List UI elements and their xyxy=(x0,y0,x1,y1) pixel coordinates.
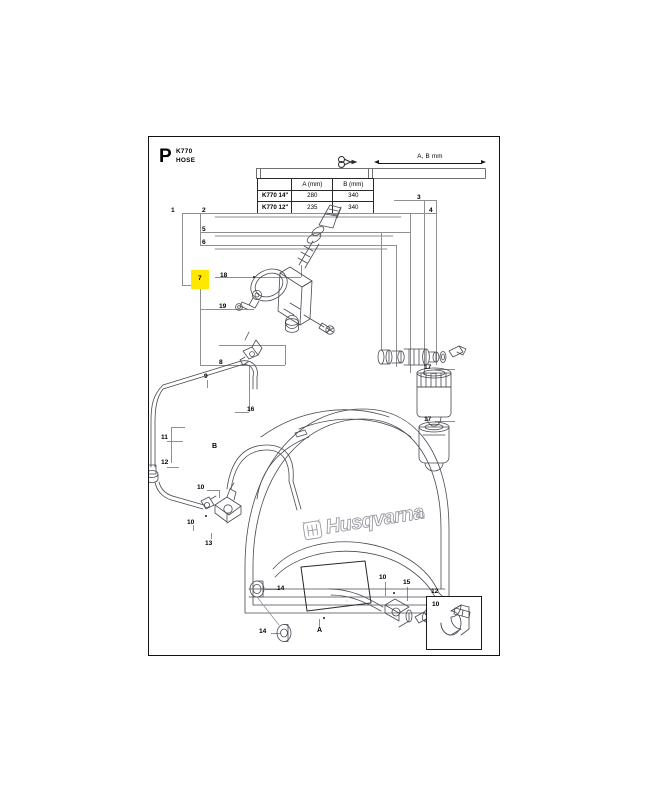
callout-12-left: 12 xyxy=(161,459,169,466)
leader-line xyxy=(319,619,320,627)
callout-8: 8 xyxy=(219,359,223,366)
leader-line xyxy=(235,412,249,413)
callout-17-upper: 17 xyxy=(424,364,432,371)
leader-line xyxy=(424,200,425,375)
callout-4: 4 xyxy=(429,207,433,214)
detail-inset-box: 10 xyxy=(426,596,482,650)
leader-line xyxy=(435,421,455,422)
leader-line xyxy=(211,533,212,539)
leader-line xyxy=(171,427,172,463)
callout-13: 13 xyxy=(205,540,213,547)
callout-14-lower: 14 xyxy=(259,628,267,635)
leader-dot xyxy=(323,617,326,620)
spec-row-a: 235 xyxy=(291,201,334,214)
diagram-artwork: Husqvarna xyxy=(149,204,467,642)
callout-11: 11 xyxy=(161,434,168,441)
spec-row-model: K770 14" xyxy=(256,189,293,203)
callout-1: 1 xyxy=(171,207,175,214)
leader-line xyxy=(381,232,382,350)
leader-line xyxy=(215,277,301,278)
leader-line xyxy=(200,213,201,245)
callout-6: 6 xyxy=(202,239,206,246)
diagram-artwork-background xyxy=(214,216,402,250)
leader-line xyxy=(182,213,183,285)
leader-line xyxy=(171,427,185,428)
leader-line xyxy=(301,265,302,277)
leader-line xyxy=(200,245,214,246)
callout-12-bottom: 12 xyxy=(431,588,439,595)
spec-row-b: 340 xyxy=(332,201,375,214)
hose-clip-icon xyxy=(338,156,358,168)
spec-row: K770 14" 280 340 xyxy=(256,189,375,203)
dimension-arrow xyxy=(374,160,486,165)
spec-row-a: 280 xyxy=(291,189,334,203)
callout-5: 5 xyxy=(202,226,206,233)
leader-line xyxy=(219,345,285,346)
callout-14-upper: 14 xyxy=(277,585,285,592)
svg-text:Husqvarna: Husqvarna xyxy=(324,501,425,538)
heading-model: K770 xyxy=(176,148,193,155)
spec-table: A (mm) B (mm) K770 14" 280 340 K770 12" … xyxy=(256,178,375,214)
leader-line xyxy=(436,200,437,365)
callout-10-inset: 10 xyxy=(432,601,440,608)
leader-line xyxy=(249,365,250,412)
clamp-detail-icon xyxy=(440,604,471,636)
leader-line xyxy=(200,285,201,365)
leader-line xyxy=(385,582,386,596)
spec-col-a: A (mm) xyxy=(291,178,334,191)
leader-line xyxy=(207,380,208,388)
reference-letter-b: B xyxy=(212,443,218,450)
callout-2: 2 xyxy=(202,207,206,214)
leader-line xyxy=(285,345,286,365)
callout-10-lower: 10 xyxy=(187,519,195,526)
leader-line xyxy=(200,232,214,233)
callout-15: 15 xyxy=(403,579,411,586)
leader-line xyxy=(394,200,436,201)
leader-line xyxy=(207,490,219,491)
callout-3: 3 xyxy=(417,194,421,201)
leader-dot xyxy=(393,592,396,595)
spec-col-blank xyxy=(256,178,293,191)
leader-line xyxy=(182,285,200,286)
spec-row: K770 12" 235 340 xyxy=(256,201,375,214)
callout-19: 19 xyxy=(219,303,227,310)
spec-col-b: B (mm) xyxy=(332,178,375,191)
leader-line xyxy=(200,213,214,214)
leader-line xyxy=(200,365,285,366)
callout-16: 16 xyxy=(247,406,255,413)
leader-line xyxy=(200,309,254,310)
spec-header-row: A (mm) B (mm) xyxy=(256,178,375,191)
leader-line xyxy=(214,245,396,246)
section-heading: K770 HOSE xyxy=(176,147,195,166)
leader-dot xyxy=(205,515,208,518)
leader-line xyxy=(410,213,411,373)
leader-line xyxy=(396,245,397,367)
leader-line xyxy=(432,373,436,374)
callout-18: 18 xyxy=(220,272,228,279)
callout-9: 9 xyxy=(204,373,208,380)
callout-10-upper: 10 xyxy=(197,484,205,491)
section-letter: P xyxy=(159,146,172,167)
reference-letter-a: A xyxy=(317,627,323,634)
leader-line xyxy=(435,369,455,370)
leader-line xyxy=(404,213,434,214)
leader-line xyxy=(167,467,179,468)
leader-line xyxy=(271,633,281,634)
leader-line xyxy=(182,213,200,214)
spec-row-model: K770 12" xyxy=(256,201,293,214)
callout-10-bottom: 10 xyxy=(379,574,387,581)
heading-title: HOSE xyxy=(176,157,196,165)
callout-7-highlighted[interactable]: 7 xyxy=(191,270,209,289)
leader-line xyxy=(407,587,408,601)
leader-line xyxy=(167,441,183,442)
leader-line xyxy=(219,490,220,498)
callout-17-lower: 17 xyxy=(424,416,432,423)
leader-line xyxy=(193,525,194,531)
spec-row-b: 340 xyxy=(332,189,375,203)
dimension-label: A, B mm xyxy=(417,153,443,160)
leader-dot xyxy=(253,276,256,279)
diagram-frame: P K770 HOSE A, B mm xyxy=(148,136,500,656)
leader-line xyxy=(214,213,436,214)
